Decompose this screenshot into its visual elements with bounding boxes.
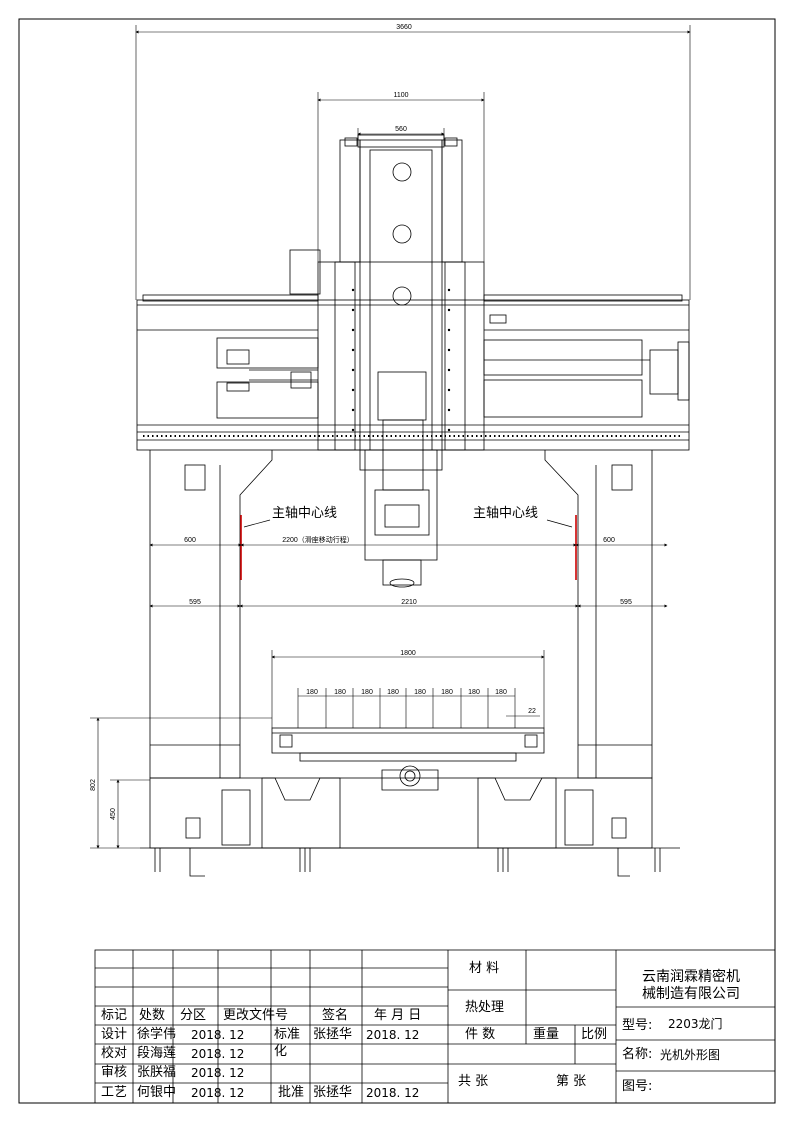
model-label: 型号: xyxy=(622,1018,653,1033)
header-zone: 分区 xyxy=(180,1008,207,1023)
company-name-line2: 械制造有限公司 xyxy=(642,986,740,1002)
drawing-name-value: 光机外形图 xyxy=(660,1048,721,1062)
title-block-grid xyxy=(94,949,776,1104)
approve-role: 批准 xyxy=(278,1085,305,1100)
dim-base-height: 450 xyxy=(110,808,117,820)
slot-pitch-8: 180 xyxy=(495,689,507,696)
header-count: 处数 xyxy=(139,1008,166,1023)
header-date: 年 月 日 xyxy=(374,1008,422,1023)
slot-pitch-6: 180 xyxy=(441,689,453,696)
process-name: 何银中 xyxy=(137,1085,177,1100)
heat-treatment-label: 热处理 xyxy=(465,1000,505,1015)
standardize-date: 2018. 12 xyxy=(366,1028,420,1042)
weight-label: 重量 xyxy=(533,1027,560,1042)
pieces-label: 件 数 xyxy=(465,1027,496,1042)
standardize-role-b: 化 xyxy=(274,1044,288,1059)
sheet-no-label: 第 张 xyxy=(556,1074,587,1089)
material-label: 材 料 xyxy=(469,961,500,976)
scale-label: 比例 xyxy=(581,1027,608,1042)
slot-pitch-labels: 180 180 180 180 180 180 180 180 xyxy=(306,689,507,696)
slot-pitch-2: 180 xyxy=(334,689,346,696)
review-role: 审核 xyxy=(101,1065,128,1080)
spindle-centerline-label-right: 主轴中心线 xyxy=(473,506,538,521)
dim-right-column: 595 xyxy=(620,599,632,606)
total-sheets-label: 共 张 xyxy=(458,1074,489,1089)
dim-table-height: 802 xyxy=(90,779,97,791)
check-date: 2018. 12 xyxy=(191,1047,245,1061)
drawing-name-label: 名称: xyxy=(622,1047,653,1062)
dim-between-columns: 2210 xyxy=(401,599,417,606)
spindle-centerline-label-left: 主轴中心线 xyxy=(272,506,337,521)
design-name: 徐学伟 xyxy=(137,1027,177,1042)
dim-head-width: 560 xyxy=(395,126,407,133)
slot-pitch-5: 180 xyxy=(414,689,426,696)
dim-left-column: 595 xyxy=(189,599,201,606)
approve-date: 2018. 12 xyxy=(366,1086,420,1100)
dim-left-clearance: 600 xyxy=(184,537,196,544)
slot-pitch-3: 180 xyxy=(361,689,373,696)
design-date: 2018. 12 xyxy=(191,1028,245,1042)
header-mark: 标记 xyxy=(101,1008,128,1023)
drawing-no-label: 图号: xyxy=(622,1079,653,1094)
company-name-line1: 云南润霖精密机 xyxy=(642,969,740,985)
header-signature: 签名 xyxy=(322,1008,349,1023)
slot-pitch-1: 180 xyxy=(306,689,318,696)
check-name: 段海莲 xyxy=(137,1046,177,1061)
header-change-doc: 更改文件号 xyxy=(223,1008,289,1023)
dim-travel: 2200（滑座移动行程） xyxy=(282,535,354,544)
process-role: 工艺 xyxy=(101,1085,128,1100)
slot-pitch-7: 180 xyxy=(468,689,480,696)
design-role: 设计 xyxy=(101,1027,128,1042)
dim-slot-width: 22 xyxy=(528,708,536,715)
approve-name: 张拯华 xyxy=(313,1085,353,1100)
review-date: 2018. 12 xyxy=(191,1066,245,1080)
dim-column-width: 1100 xyxy=(393,92,408,99)
check-role: 校对 xyxy=(101,1046,128,1061)
dim-overall-width: 3660 xyxy=(396,24,412,31)
review-name: 张朕福 xyxy=(137,1065,177,1080)
standardize-name: 张拯华 xyxy=(313,1027,353,1042)
gantry-machine-front-view xyxy=(136,134,690,877)
standardize-role-a: 标准 xyxy=(274,1027,301,1042)
drawing-border xyxy=(18,18,776,1104)
dim-table-length: 1800 xyxy=(400,650,416,657)
process-date: 2018. 12 xyxy=(191,1086,245,1100)
model-value: 2203龙门 xyxy=(668,1017,723,1031)
slot-pitch-4: 180 xyxy=(387,689,399,696)
dim-right-clearance: 600 xyxy=(603,537,615,544)
